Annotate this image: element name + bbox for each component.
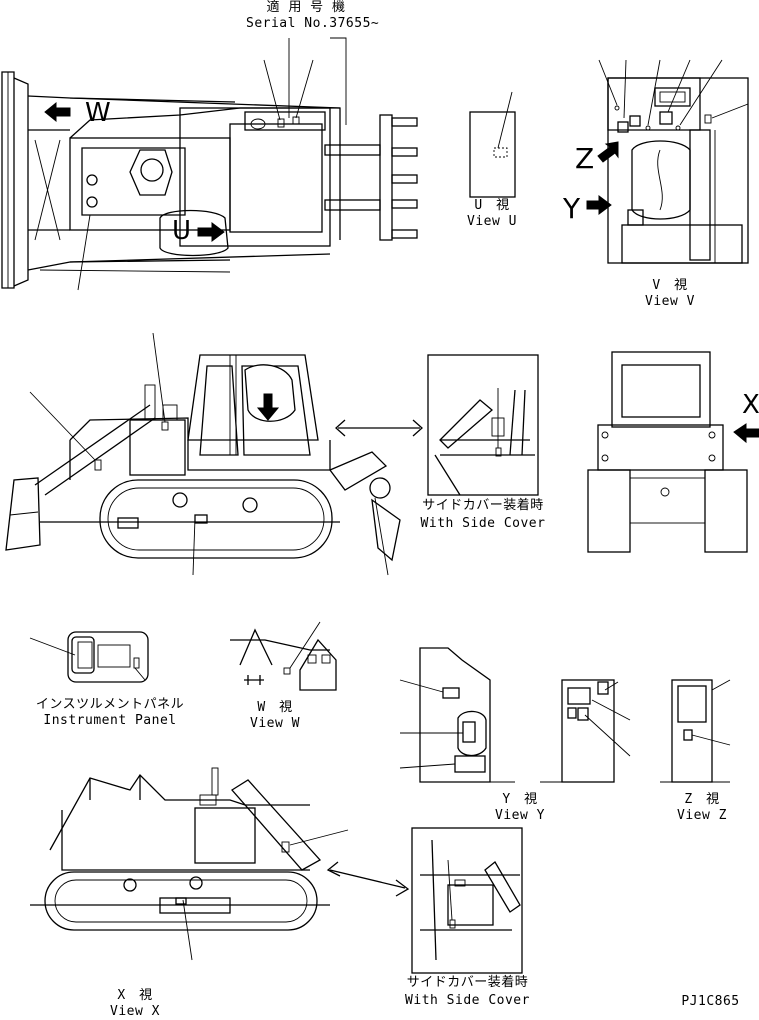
instrument-panel-drawing <box>29 631 149 683</box>
view-z-label-en: View Z <box>677 808 727 823</box>
view-u-label-en: View U <box>467 214 517 229</box>
rear-view-dozer <box>587 351 759 553</box>
view-x-letter: X <box>742 390 759 420</box>
view-w-drawing <box>230 621 337 691</box>
view-w-label-jp: W 視 <box>257 700 293 715</box>
instrument-panel-en: Instrument Panel <box>43 713 177 728</box>
side-cover-inset-1 <box>427 354 539 496</box>
side-cover-1-jp: サイドカバー装着時 <box>422 498 544 513</box>
side-cover-inset-2 <box>411 827 523 974</box>
side-cover-2-en: With Side Cover <box>405 993 530 1008</box>
instrument-panel-jp: インスツルメントパネル <box>35 697 185 712</box>
view-x-label-en: View X <box>110 1004 160 1019</box>
view-x-label-jp: X 視 <box>117 988 153 1003</box>
view-z-drawing <box>660 679 731 783</box>
view-v-label-en: View V <box>645 294 695 309</box>
view-u-letter: U <box>172 216 192 246</box>
top-view-dozer <box>1 37 418 291</box>
view-v-cab <box>586 59 749 264</box>
view-u-panel <box>469 91 516 198</box>
side-view-dozer <box>5 332 423 576</box>
side-cover-2-jp: サイドカバー装着時 <box>406 975 529 990</box>
view-y-drawing <box>399 647 631 783</box>
view-z-letter: Z <box>575 142 595 175</box>
view-y-label-en: View Y <box>495 808 545 823</box>
view-y-letter: Y <box>563 192 581 225</box>
view-w-label-en: View W <box>250 716 300 731</box>
serial-number: Serial No.37655~ <box>246 16 380 31</box>
side-cover-1-en: With Side Cover <box>420 516 546 531</box>
view-z-label-jp: Z 視 <box>684 792 720 807</box>
view-v-label-jp: V 視 <box>652 278 688 293</box>
drawing-code: PJ1C865 <box>681 994 740 1009</box>
serial-label-jp: 適 用 号 機 <box>266 0 346 15</box>
view-x-drawing <box>30 767 410 961</box>
view-y-label-jp: Y 視 <box>502 792 538 807</box>
view-u-label-jp: U 視 <box>474 198 510 213</box>
view-w-letter: W <box>85 98 111 128</box>
